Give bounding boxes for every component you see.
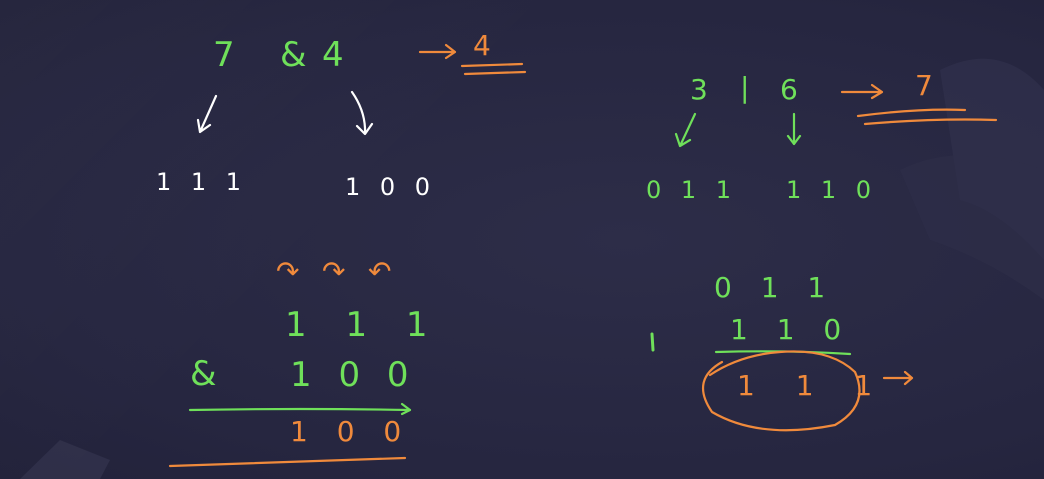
and-operator: & (280, 35, 307, 75)
and-right-operand: 4 (322, 35, 344, 75)
and-column-top: 1 1 1 (285, 305, 442, 345)
arrow-icon (882, 370, 914, 386)
or-left-binary: 0 1 1 (646, 176, 738, 204)
arrow-down-icon (196, 94, 218, 134)
arrow-icon (840, 83, 884, 100)
and-left-binary: 1 1 1 (156, 168, 248, 196)
and-carry-mark-2: ↷ (322, 255, 346, 288)
result-underline (863, 118, 998, 126)
arrow-down-icon (674, 112, 697, 148)
and-column-result: 1 0 0 (290, 415, 412, 448)
or-left-operand: 3 (690, 73, 708, 106)
result-circle (702, 350, 861, 432)
or-result: 7 (915, 69, 933, 102)
and-column-operator: & (190, 354, 217, 394)
result-underline (460, 62, 524, 68)
result-underline (463, 70, 527, 76)
arrow-down-icon (786, 112, 802, 146)
or-right-binary: 1 1 0 (786, 176, 878, 204)
arrow-tip (400, 402, 412, 416)
or-column-bottom: 1 1 0 (730, 313, 852, 346)
arrow-icon (418, 43, 457, 60)
and-carry-mark-1: ↷ (276, 255, 300, 288)
arrow-down-icon (350, 90, 374, 136)
and-right-binary: 1 0 0 (345, 173, 437, 201)
and-result: 4 (473, 29, 491, 62)
result-underline (168, 456, 407, 468)
or-right-operand: 6 (780, 73, 798, 106)
sum-line (188, 407, 412, 412)
result-underline (856, 108, 967, 118)
pen-mark (650, 332, 655, 352)
and-carry-mark-3: ↶ (368, 255, 392, 288)
or-column-top: 0 1 1 (714, 271, 836, 304)
or-operator: | (740, 71, 750, 104)
and-column-bottom: 1 0 0 (290, 355, 417, 395)
and-left-operand: 7 (213, 35, 235, 75)
